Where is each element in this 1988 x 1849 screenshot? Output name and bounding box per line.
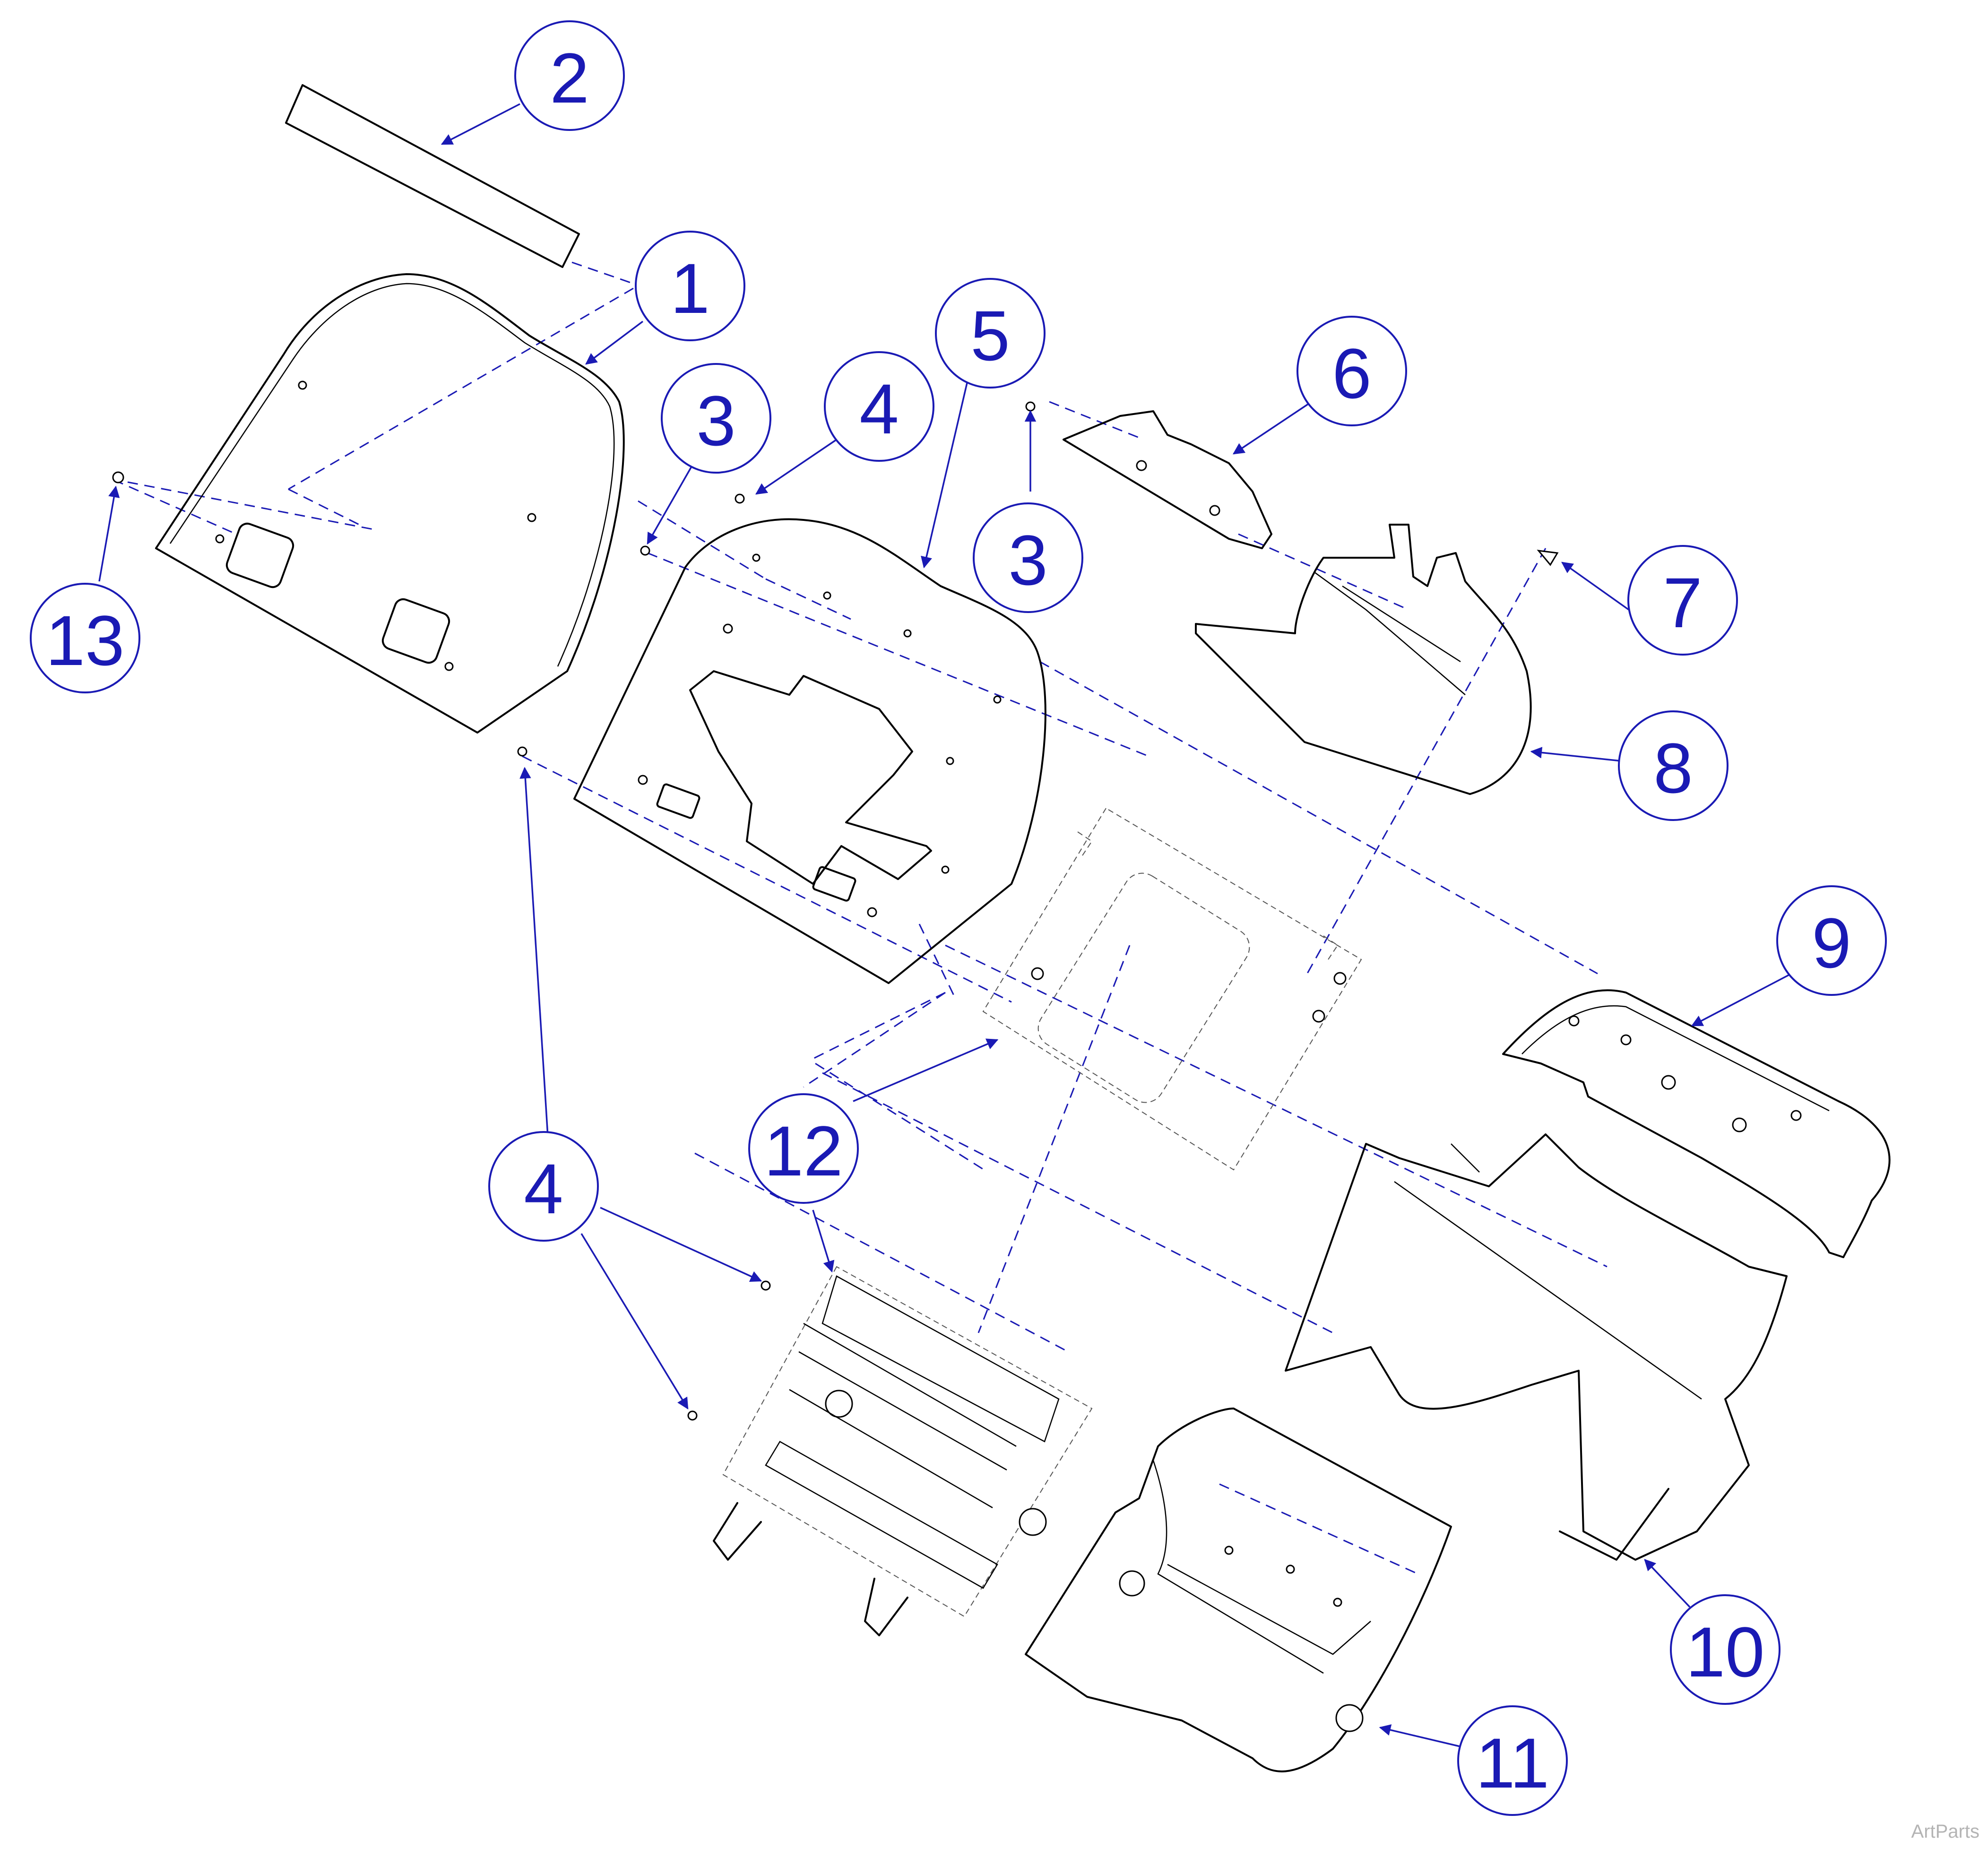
callout-label: 10 [1686, 1612, 1765, 1692]
callout-label: 3 [696, 381, 735, 460]
screw-4-lower-a [761, 1280, 771, 1291]
screw-3-right [1025, 401, 1036, 412]
callout-13: 13 [30, 583, 140, 693]
callout-10: 10 [1670, 1594, 1781, 1705]
callout-label: 13 [46, 601, 125, 680]
callout-4-top: 4 [824, 351, 934, 462]
callout-label: 2 [550, 38, 589, 118]
part-outer-back-panel [155, 273, 625, 734]
callout-8: 8 [1618, 710, 1729, 821]
part-side-shroud [1502, 989, 1891, 1258]
screw-7 [1537, 550, 1559, 566]
screw-4-lower-b [687, 1410, 698, 1421]
callout-12: 12 [748, 1093, 859, 1204]
callout-label: 11 [1476, 1723, 1549, 1803]
callout-label: 5 [970, 296, 1010, 375]
fasteners [112, 401, 1559, 1421]
callout-9: 9 [1776, 885, 1887, 996]
callout-label: 6 [1332, 334, 1371, 413]
callout-6: 6 [1297, 316, 1407, 426]
callout-3-left: 3 [661, 363, 771, 474]
callout-11: 11 [1457, 1705, 1568, 1816]
part-mounting-frame-upper [982, 807, 1362, 1171]
part-headrest-cover [1195, 524, 1532, 795]
part-base-shroud [1285, 1133, 1788, 1561]
screw-4-left [517, 746, 527, 757]
callout-1: 1 [635, 231, 745, 341]
callout-4-lower: 4 [488, 1131, 599, 1242]
assembly-guide-lines [113, 261, 1608, 1575]
callout-label: 7 [1663, 563, 1702, 642]
callout-label: 1 [670, 249, 709, 328]
part-small-cover [1063, 410, 1272, 549]
part-strip [285, 84, 580, 268]
screw-3-left [640, 545, 650, 556]
leader-lines [98, 103, 1792, 1750]
callout-label: 8 [1653, 728, 1693, 808]
callout-5: 5 [935, 278, 1046, 389]
callout-label: 4 [524, 1149, 563, 1228]
callout-2: 2 [514, 20, 625, 131]
part-mounting-frame-lower [713, 1266, 1093, 1636]
callout-7: 7 [1627, 545, 1738, 656]
screw-4-top [735, 493, 745, 504]
screw-13 [112, 471, 124, 484]
callout-label: 3 [1008, 520, 1047, 600]
callout-label: 9 [1812, 903, 1851, 983]
watermark: ArtParts [1911, 1821, 1979, 1842]
part-lower-shroud [1025, 1408, 1452, 1772]
callout-3-right: 3 [973, 502, 1083, 613]
part-inner-back-plate [573, 518, 1046, 984]
callout-label: 4 [859, 369, 899, 449]
callout-label: 12 [764, 1111, 843, 1191]
